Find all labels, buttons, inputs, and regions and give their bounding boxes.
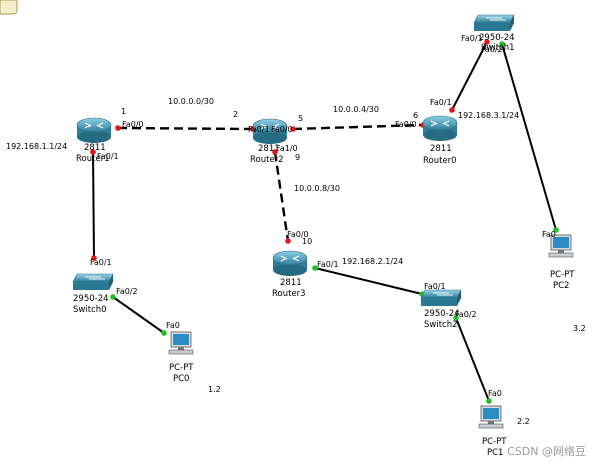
port-dot-pc2-fa0 — [553, 227, 559, 233]
port-dot-switch0-fa02 — [110, 294, 116, 300]
pc2[interactable]: PC-PT PC2 — [548, 234, 575, 291]
network-label-r1-r2: 10.0.0.0/30 — [168, 97, 214, 106]
host-number-r3-fa00: 10 — [302, 237, 312, 246]
port-label-pc1-fa0: Fa0 — [488, 389, 502, 398]
corner-note-icon — [0, 0, 18, 15]
switch1[interactable]: 2950-24 Switch1 — [473, 14, 515, 53]
port-label-pc2-fa0: Fa0 — [542, 230, 556, 239]
host-number-r1-fa00: 1 — [121, 107, 126, 116]
port-dot-switch1-fa02 — [499, 41, 505, 47]
link-switch1-pc2 — [501, 43, 557, 231]
links — [92, 41, 557, 402]
pc1[interactable]: PC-PT PC1 — [478, 405, 507, 458]
pc2-type: PC-PT — [550, 270, 575, 280]
network-labels: 10.0.0.0/30 10.0.0.4/30 10.0.0.8/30 192.… — [6, 97, 519, 266]
port-labels: Fa0/0 Fa0/1 Fa0/1 Fa0/0 Fa1/0 Fa0/0 Fa0/… — [90, 34, 556, 398]
port-dot-switch1-fa01 — [484, 39, 490, 45]
router2[interactable]: 2811 Router2 — [250, 118, 288, 165]
port-label-router1-fa01: Fa0/1 — [97, 152, 119, 161]
host-number-r0-fa00: 6 — [413, 111, 418, 120]
switch2-model: 2950-24 — [424, 309, 460, 319]
link-switch0-pc0 — [112, 296, 165, 334]
port-dot-router3-fa01 — [312, 265, 318, 271]
router3-name: Router3 — [272, 289, 306, 299]
port-dot-router0-fa01 — [449, 107, 455, 113]
network-label-r2-r3: 10.0.0.8/30 — [294, 184, 340, 193]
pc0-type: PC-PT — [169, 363, 194, 373]
port-status-dots — [90, 39, 559, 404]
port-label-router2-fa01: Fa0/1 — [248, 125, 270, 134]
link-switch2-pc1 — [455, 317, 490, 402]
switch0-name: Switch0 — [73, 305, 107, 315]
port-label-switch0-fa02: Fa0/2 — [116, 287, 138, 296]
pc1-name: PC1 — [487, 448, 503, 458]
network-label-lan3: 192.168.3.1/24 — [458, 111, 519, 120]
router3[interactable]: 2811 Router3 — [272, 250, 308, 299]
host-number-r2-fa01: 2 — [233, 110, 238, 119]
port-label-switch2-fa02: Fa0/2 — [455, 310, 477, 319]
port-dot-pc1-fa0 — [486, 398, 492, 404]
port-label-switch1-fa01: Fa0/1 — [461, 34, 483, 43]
link-router3-switch2 — [314, 267, 423, 295]
switch2[interactable]: 2950-24 Switch2 — [420, 289, 462, 330]
switch0[interactable]: 2950-24 Switch0 — [72, 273, 114, 315]
port-label-router3-fa00: Fa0/0 — [287, 230, 309, 239]
switch1-model: 2950-24 — [479, 33, 515, 43]
port-label-switch2-fa01: Fa0/1 — [424, 282, 446, 291]
router1-name: Router1 — [76, 154, 110, 164]
link-router1-switch0 — [92, 151, 95, 259]
pc2-name: PC2 — [553, 281, 569, 291]
network-label-lan1: 192.168.1.1/24 — [6, 142, 67, 151]
port-label-router2-fa00: Fa0/0 — [271, 125, 293, 134]
router0-model: 2811 — [430, 144, 452, 154]
router2-name: Router2 — [250, 155, 284, 165]
link-router1-router2 — [117, 126, 254, 131]
port-label-router2-fa10: Fa1/0 — [276, 144, 298, 153]
port-dot-switch2-fa02 — [453, 315, 459, 321]
pc0[interactable]: PC-PT PC0 — [168, 331, 194, 384]
switch0-model: 2950-24 — [73, 294, 109, 304]
link-router2-router0 — [292, 123, 424, 131]
port-dot-router1-fa00 — [115, 125, 121, 131]
port-dot-router2-fa00 — [290, 126, 296, 132]
network-label-r2-r0: 10.0.0.4/30 — [333, 105, 379, 114]
port-label-pc0-fa0: Fa0 — [166, 321, 180, 330]
switch2-name: Switch2 — [424, 320, 458, 330]
router3-model: 2811 — [280, 278, 302, 288]
port-label-switch0-fa01: Fa0/1 — [90, 258, 112, 267]
port-label-switch1-fa02: Fa0/2 — [481, 45, 503, 54]
link-router2-router3 — [273, 151, 290, 242]
port-dot-pc0-fa0 — [161, 330, 167, 336]
watermark: CSDN @网络豆 — [507, 445, 586, 458]
link-router0-switch1 — [451, 41, 488, 111]
port-dot-router2-fa10 — [272, 149, 278, 155]
router0[interactable]: 2811 Router0 — [422, 115, 458, 166]
pc0-name: PC0 — [173, 374, 189, 384]
router2-model: 2811 — [258, 144, 280, 154]
host-number-pc0: 1.2 — [208, 385, 221, 394]
network-label-lan2: 192.168.2.1/24 — [342, 257, 403, 266]
host-number-labels: 1 2 5 6 9 10 1.2 2.2 3.2 — [121, 107, 586, 426]
host-number-pc2: 3.2 — [573, 324, 586, 333]
port-label-router0-fa01: Fa0/1 — [430, 98, 452, 107]
router1-model: 2811 — [84, 143, 106, 153]
host-number-r2-fa10: 9 — [295, 153, 300, 162]
port-label-router3-fa01: Fa0/1 — [317, 260, 339, 269]
port-dot-switch0-fa01 — [91, 255, 97, 261]
host-number-r2-fa00: 5 — [298, 114, 303, 123]
port-label-router0-fa00: Fa0/0 — [395, 120, 417, 129]
port-dot-router3-fa00 — [285, 238, 291, 244]
switch1-name: Switch1 — [481, 43, 515, 53]
pc1-type: PC-PT — [482, 437, 507, 447]
port-label-router1-fa00: Fa0/0 — [122, 120, 144, 129]
router1[interactable]: 2811 Router1 — [76, 117, 112, 164]
host-number-pc1: 2.2 — [517, 417, 530, 426]
port-dot-router1-fa01 — [90, 149, 96, 155]
router0-name: Router0 — [423, 156, 457, 166]
